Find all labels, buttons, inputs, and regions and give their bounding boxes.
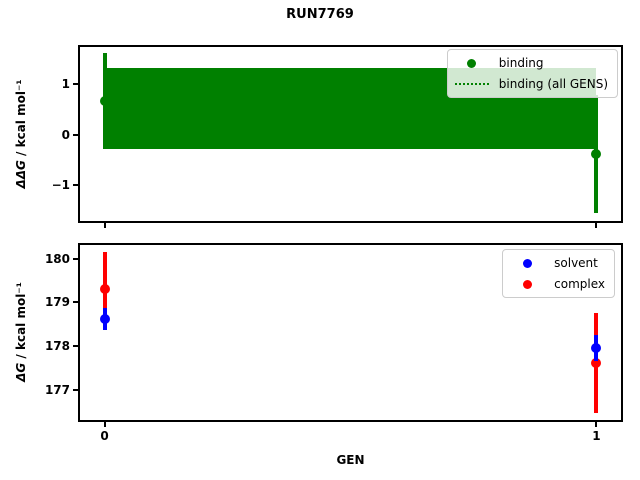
figure-title: RUN7769 xyxy=(286,7,354,22)
x-tick-mark xyxy=(103,223,106,228)
x-axis-label: GEN xyxy=(336,453,365,467)
bottom-y-axis-label: ΔG / kcal mol⁻¹ xyxy=(14,282,28,382)
solvent-dot-icon xyxy=(510,258,544,268)
y-tick-label: 180 xyxy=(44,251,70,266)
solvent-error-bar xyxy=(594,335,599,362)
y-tick-label: 179 xyxy=(44,295,70,310)
top-y-axis-label: ΔΔG / kcal mol⁻¹ xyxy=(14,79,28,188)
legend-label-solvent: solvent xyxy=(554,256,598,270)
x-tick-mark xyxy=(595,223,598,228)
legend-item-binding-all-gens: binding (all GENS) xyxy=(454,76,608,92)
dg-plot-area: 1 0 177 178 179 180 solvent complex xyxy=(45,243,623,443)
binding-plot-area: −1 0 1 binding binding (all GENS) xyxy=(52,45,623,228)
binding-legend: binding binding (all GENS) xyxy=(446,49,618,98)
complex-dot-glyph xyxy=(522,279,532,289)
binding-error-bar xyxy=(102,52,107,149)
y-tick-mark xyxy=(73,133,78,136)
legend-item-solvent: solvent xyxy=(510,255,605,271)
x-tick-label: 1 xyxy=(592,429,601,443)
complex-dot-icon xyxy=(510,279,544,289)
bottom-y-axis-label-symbol: ΔG xyxy=(14,362,28,382)
dg-legend: solvent complex xyxy=(502,249,615,298)
complex-error-bar xyxy=(594,313,599,414)
binding-error-bar xyxy=(594,94,599,213)
solvent-error-bar xyxy=(102,308,107,330)
binding-dot-glyph xyxy=(467,58,477,68)
y-tick-mark xyxy=(73,344,78,347)
dotted-line-glyph xyxy=(454,83,489,85)
y-tick-label: 0 xyxy=(61,127,70,142)
legend-item-binding: binding xyxy=(455,55,608,71)
top-y-axis-label-units: / kcal mol⁻¹ xyxy=(14,79,28,161)
y-tick-mark xyxy=(73,83,78,86)
solvent-dot-glyph xyxy=(522,258,532,268)
y-tick-mark xyxy=(73,388,78,391)
dotted-line-icon xyxy=(454,83,489,85)
complex-error-bar xyxy=(102,251,107,327)
y-tick-label: 177 xyxy=(44,382,70,397)
y-tick-label: 178 xyxy=(44,338,70,353)
top-y-axis-label-symbol: ΔΔG xyxy=(14,160,28,189)
x-tick-mark xyxy=(595,422,598,427)
y-tick-mark xyxy=(73,301,78,304)
legend-label-binding-all-gens: binding (all GENS) xyxy=(498,77,608,91)
legend-item-complex: complex xyxy=(510,276,605,292)
bottom-y-axis-label-units: / kcal mol⁻¹ xyxy=(14,282,28,363)
y-tick-label: 1 xyxy=(61,77,70,92)
binding-dot-icon xyxy=(455,58,489,68)
legend-label-complex: complex xyxy=(554,277,605,291)
y-tick-mark xyxy=(73,184,78,187)
x-tick-mark xyxy=(103,422,106,427)
x-tick-label: 0 xyxy=(100,429,109,443)
y-tick-mark xyxy=(73,257,78,260)
legend-label-binding: binding xyxy=(498,56,544,70)
y-tick-label: −1 xyxy=(51,178,70,193)
